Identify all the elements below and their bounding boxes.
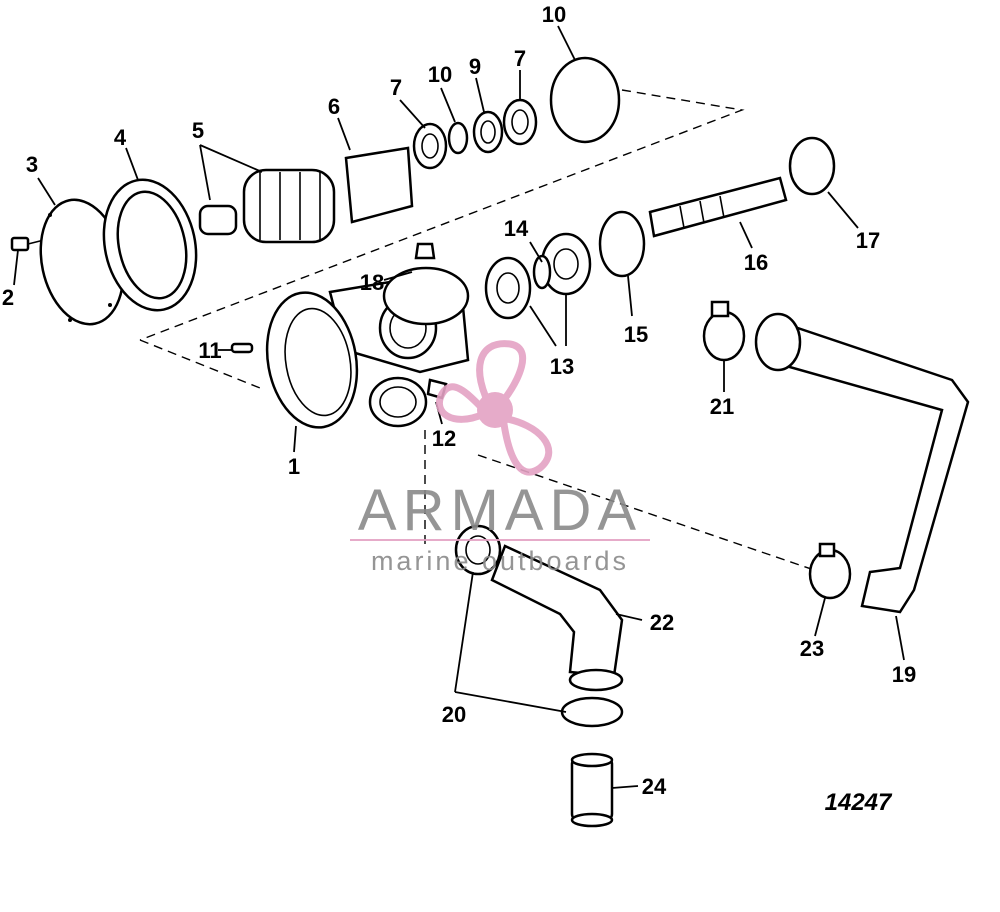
callout-24: 24 <box>642 774 667 799</box>
gasket-part <box>102 178 198 312</box>
callout-23: 23 <box>800 636 824 661</box>
callout-20: 20 <box>442 702 466 727</box>
callout-16: 16 <box>744 250 768 275</box>
callout-7-right: 7 <box>514 46 526 71</box>
wear-plate-part <box>344 146 414 224</box>
callout-13: 13 <box>550 354 574 379</box>
callout-21: 21 <box>710 394 734 419</box>
figure-number: 14247 <box>825 789 893 816</box>
callout-15: 15 <box>624 322 648 347</box>
shaft-part <box>648 176 788 238</box>
hose-clamp-elbow-part <box>454 524 502 576</box>
hose-part <box>754 312 970 614</box>
callout-9: 10 <box>428 62 452 87</box>
callout-19: 19 <box>892 662 916 687</box>
watermark-brand: ARMADA <box>358 478 642 543</box>
seal-parts <box>412 98 538 170</box>
callout-4: 4 <box>114 125 127 150</box>
pump-housing-part <box>265 242 470 429</box>
callout-labels: 2 3 4 5 6 7 10 9 7 10 11 12 13 14 15 16 … <box>2 2 916 799</box>
callout-6: 6 <box>328 94 340 119</box>
callout-17: 17 <box>856 228 880 253</box>
hose-clamp-lower-part <box>808 542 852 600</box>
pin-part <box>230 342 254 354</box>
callout-5: 5 <box>192 118 204 143</box>
hose-clamp-bottom-part <box>560 696 624 728</box>
callout-8: 9 <box>469 54 481 79</box>
callout-10: 10 <box>542 2 566 27</box>
leader-lines <box>13 25 905 789</box>
ring-part <box>788 136 836 196</box>
callout-3: 3 <box>26 152 38 177</box>
elbow-hose-part <box>490 544 624 692</box>
watermark: ARMADA marine outboards <box>350 340 650 576</box>
snap-ring-part <box>598 210 646 278</box>
callout-18: 18 <box>360 270 384 295</box>
watermark-tagline: marine outboards <box>371 546 629 576</box>
propeller-icon <box>435 340 553 476</box>
callout-12: 12 <box>432 426 456 451</box>
callout-1: 1 <box>288 454 300 479</box>
callout-22: 22 <box>650 610 674 635</box>
hose-clamp-upper-part <box>702 300 746 362</box>
callout-14: 14 <box>504 216 529 241</box>
bearing-parts <box>484 232 592 320</box>
screw-part <box>10 236 45 252</box>
strainer-part <box>570 752 614 828</box>
callout-2: 2 <box>2 285 14 310</box>
callout-11: 11 <box>198 338 221 363</box>
callout-7-left: 7 <box>390 75 402 100</box>
o-ring-part <box>549 56 621 144</box>
impeller-part <box>198 168 336 244</box>
